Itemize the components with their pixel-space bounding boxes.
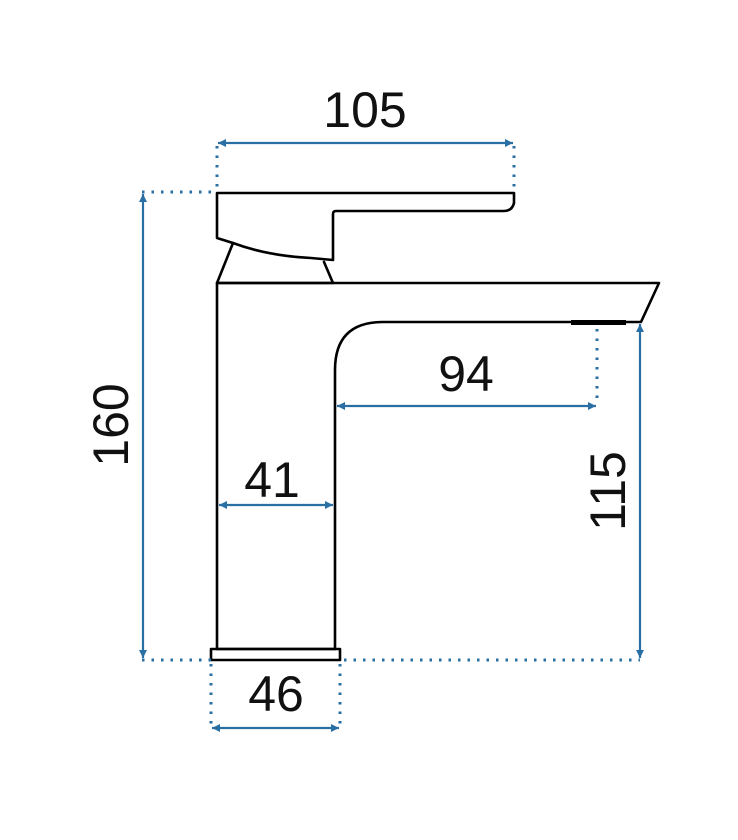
dimension-labels: 105 160 94 41 115 46 [83,82,636,722]
label-base-width: 46 [248,666,304,722]
guide-lines [142,146,640,728]
label-spout-height: 115 [580,451,636,531]
handle-lever [215,191,516,262]
label-top-width: 105 [323,82,406,138]
faucet-base [209,647,342,662]
faucet-outline [209,191,661,662]
label-total-height: 160 [83,383,139,466]
label-body-width: 41 [244,452,300,508]
dimension-lines [139,139,644,732]
label-spout-reach: 94 [438,346,494,402]
handle-neck [215,241,335,285]
faucet-body [215,281,661,651]
aerator [571,320,626,325]
